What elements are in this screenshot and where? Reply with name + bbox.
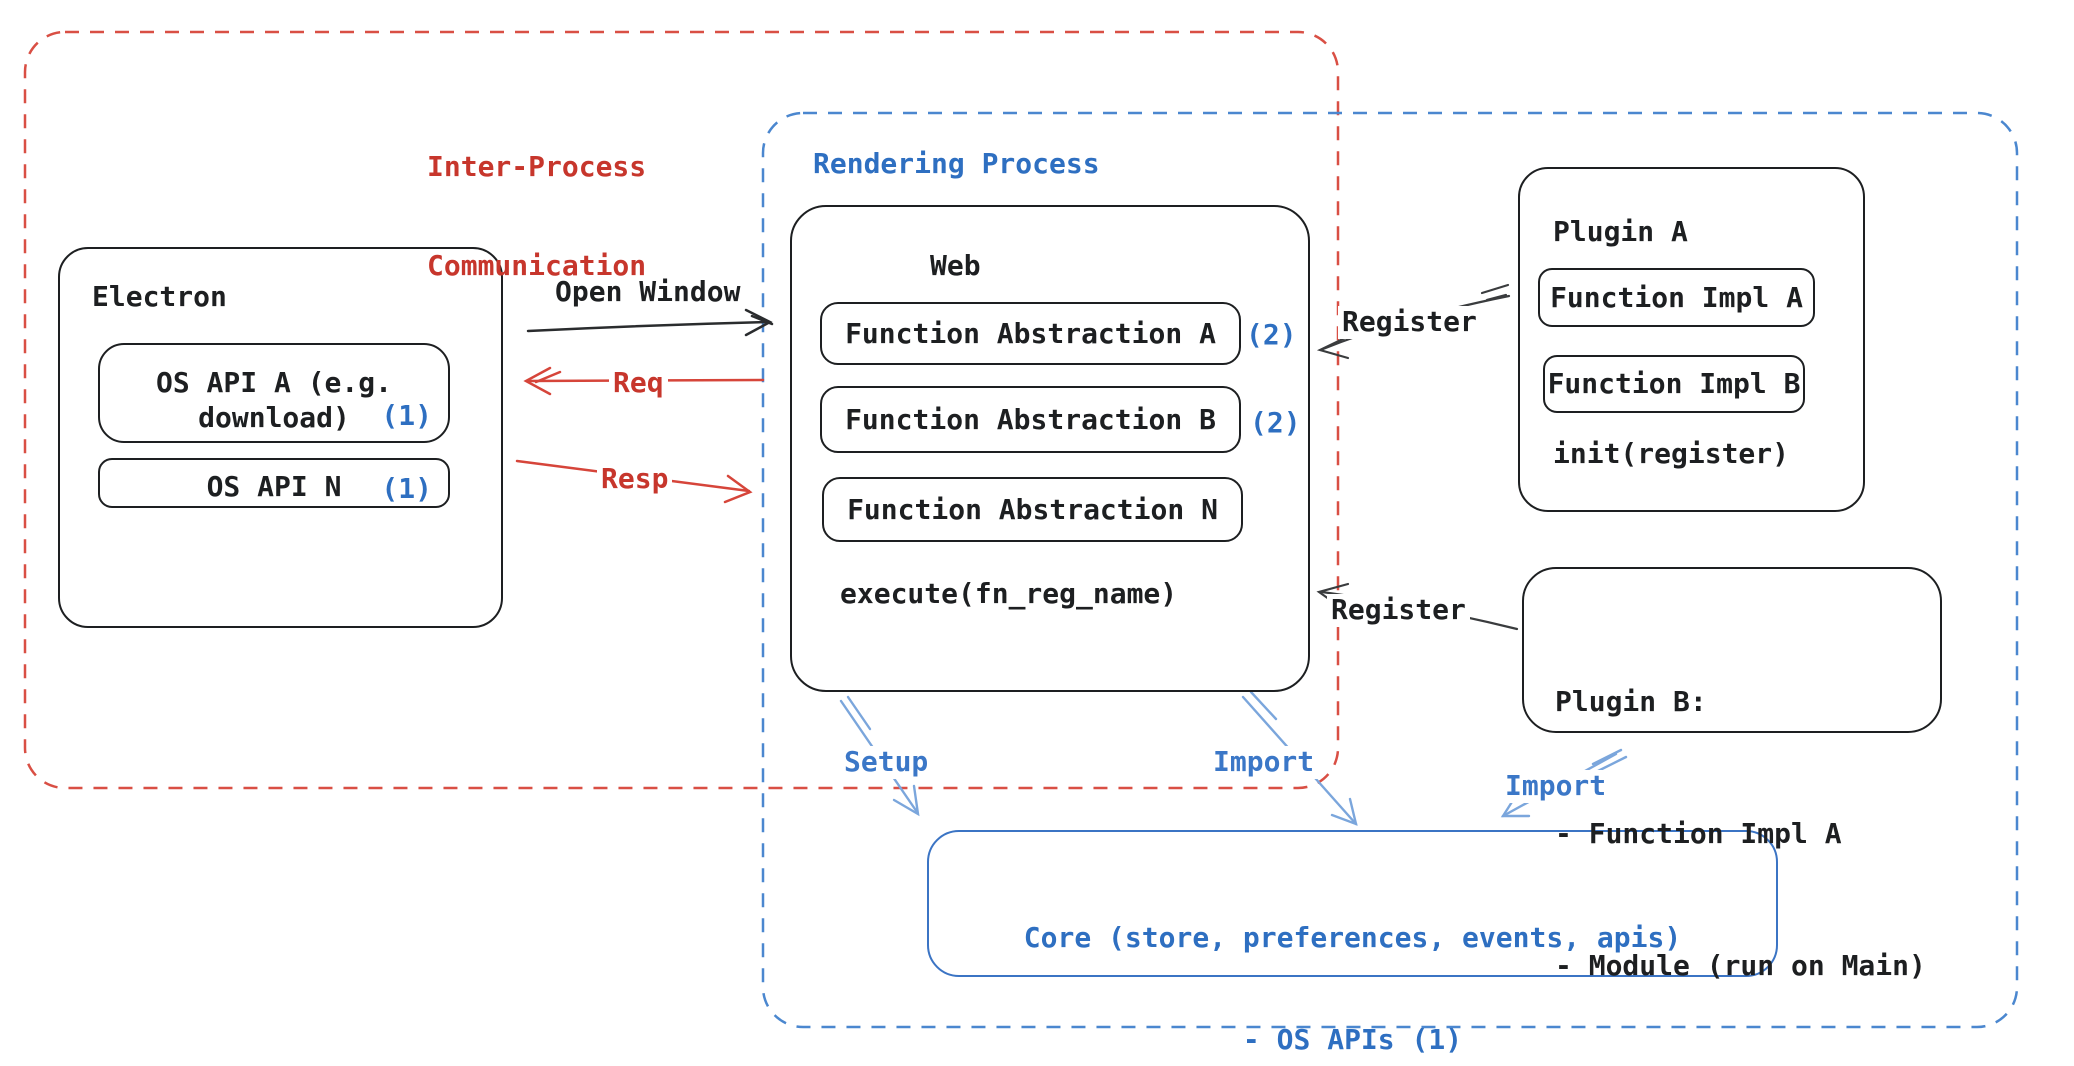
plugin-a-box <box>1518 167 1865 512</box>
os-api-a-box: OS API A (e.g. download) (1) <box>98 343 450 443</box>
open-window-label: Open Window <box>551 276 745 309</box>
core-text: Core (store, preferences, events, apis) … <box>927 853 1778 1066</box>
os-api-n-box: OS API N (1) <box>98 458 450 508</box>
req-label: Req <box>609 367 668 400</box>
function-abstraction-n-box: Function Abstraction N <box>822 477 1243 542</box>
ipc-region-border <box>23 30 1340 790</box>
plugin-b-text: Plugin B: - Function Impl A - Module (ru… <box>1555 592 1926 1066</box>
os-api-a-badge: (1) <box>381 399 432 432</box>
os-api-n-label: OS API N <box>206 470 342 503</box>
import-plugin-label: Import <box>1501 770 1611 803</box>
register-bottom-label: Register <box>1327 594 1470 627</box>
plugin-b-box <box>1522 567 1942 733</box>
rendering-region-label: Rendering Process <box>813 147 1100 180</box>
function-abstraction-a-box: Function Abstraction A <box>820 302 1241 365</box>
plugin-b-line1: Plugin B: <box>1555 685 1707 718</box>
ipc-region-label: Inter-Process Communication <box>427 84 646 348</box>
function-abstraction-b-box: Function Abstraction B <box>820 386 1241 453</box>
os-api-n-badge: (1) <box>381 472 432 505</box>
core-line1: Core (store, preferences, events, apis) <box>1023 921 1682 954</box>
function-impl-b-box: Function Impl B <box>1543 355 1805 413</box>
register-top-label: Register <box>1338 306 1481 339</box>
os-api-a-line1: OS API A (e.g. <box>155 366 392 399</box>
core-box <box>927 830 1778 977</box>
plugin-a-init-text: init(register) <box>1553 437 1790 470</box>
function-abstraction-b-badge: (2) <box>1250 406 1301 439</box>
import-web-label: Import <box>1209 746 1319 779</box>
web-title: Web <box>930 249 981 282</box>
core-line2: - OS APIs (1) <box>1242 1023 1463 1056</box>
open-window-arrow <box>526 308 774 337</box>
os-api-a-line2: download) <box>198 401 350 434</box>
web-execute-text: execute(fn_reg_name) <box>840 577 1178 610</box>
plugin-b-line3: - Module (run on Main) <box>1555 949 1926 982</box>
function-impl-a-box: Function Impl A <box>1538 268 1815 327</box>
plugin-a-title: Plugin A <box>1553 215 1688 248</box>
electron-title: Electron <box>92 280 227 313</box>
ipc-label-line1: Inter-Process <box>427 150 647 183</box>
rendering-region-border <box>761 111 2019 1029</box>
function-abstraction-a-badge: (2) <box>1246 318 1297 351</box>
setup-label: Setup <box>840 746 933 779</box>
resp-label: Resp <box>597 463 673 496</box>
plugin-b-line2: - Function Impl A <box>1555 817 1842 850</box>
